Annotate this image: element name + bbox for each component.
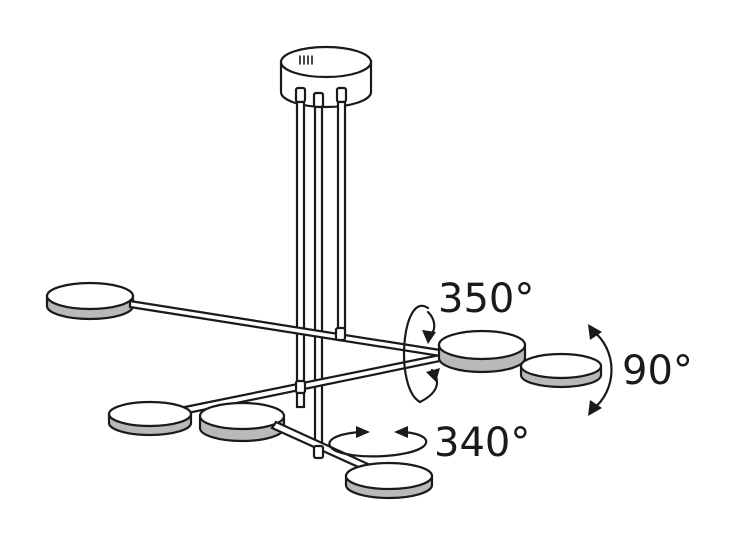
swivel-rotation-arrow-icon: [588, 324, 613, 416]
lamp-disc-right: [437, 329, 527, 374]
tilt-angle-label: 350°: [438, 276, 534, 322]
ceiling-canopy: [279, 45, 373, 109]
suspension-rods: [294, 86, 348, 454]
lamp-disc-back-left: [45, 281, 135, 321]
rotate-angle-label: 340°: [434, 420, 530, 466]
lamp-disc-front-left: [107, 400, 193, 437]
lamp-disc-front-center: [198, 401, 286, 443]
lamp-disc-bottom: [344, 461, 434, 500]
tilt-rotation-arrow-icon: [403, 304, 440, 404]
lamp-disc-far-right: [519, 352, 603, 389]
upper-arm: [128, 299, 442, 358]
swivel-angle-label: 90°: [622, 348, 693, 394]
horizontal-rotation-arrow-icon: [328, 426, 428, 458]
